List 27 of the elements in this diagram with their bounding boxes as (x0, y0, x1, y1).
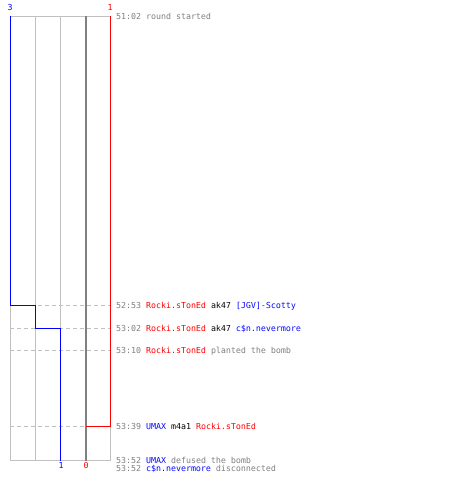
player-count: 1 (108, 3, 112, 11)
player-count: 3 (8, 3, 12, 11)
timestamp: 52:53 (116, 301, 141, 309)
player-name: Rocki.sTonEd (146, 346, 206, 354)
event-text: round started (146, 12, 211, 20)
event-text: defused the bomb (170, 456, 251, 464)
timestamp: 53:52 (116, 456, 141, 464)
player-name: c$n.nevermore (236, 324, 301, 332)
player-name: c$n.nevermore (146, 464, 211, 472)
weapon-name: ak47 (210, 324, 231, 332)
player-name: Rocki.sTonEd (196, 422, 256, 430)
player-name: Rocki.sTonEd (146, 324, 206, 332)
event-text: planted the bomb (210, 346, 291, 354)
player-count: 0 (84, 461, 88, 469)
weapon-name: ak47 (210, 301, 231, 309)
player-count: 1 (58, 461, 64, 469)
timestamp: 53:10 (116, 346, 141, 354)
player-name: UMAX (146, 422, 166, 430)
timestamp: 53:02 (116, 324, 141, 332)
event-text: disconnected (216, 464, 276, 472)
timestamp: 53:39 (116, 422, 141, 430)
timestamp: 53:52 (116, 464, 141, 472)
player-name: Rocki.sTonEd (146, 301, 206, 309)
player-name: [JGV]-Scotty (236, 301, 296, 309)
timestamp: 51:02 (116, 12, 141, 20)
player-name: UMAX (146, 456, 166, 464)
weapon-name: m4a1 (170, 422, 191, 430)
